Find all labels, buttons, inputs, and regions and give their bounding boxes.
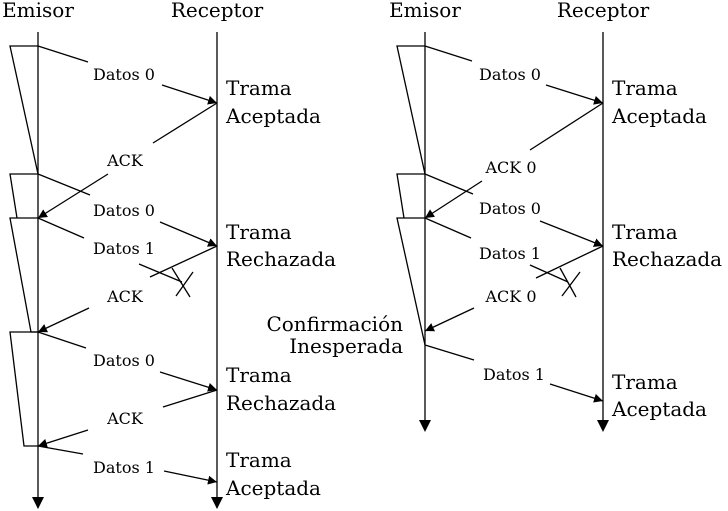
message-label: Datos 0 xyxy=(93,65,155,84)
receiver-header: Receptor xyxy=(557,0,650,22)
receiver-state: Aceptada xyxy=(611,104,707,128)
message-label: Datos 1 xyxy=(479,244,541,263)
ack-arrow xyxy=(424,307,475,332)
receiver-state: Rechazada xyxy=(226,247,336,271)
receiver-state: Rechazada xyxy=(226,391,336,415)
timeout-timer xyxy=(396,173,425,219)
receiver-timeline-arrowhead xyxy=(597,420,609,432)
right-diagram: Emisor Receptor Datos 0 ACK 0 Datos 0 Da… xyxy=(266,0,722,432)
sender-header: Emisor xyxy=(389,0,461,22)
data-frame-arrow xyxy=(545,84,604,105)
message-label: Datos 0 xyxy=(93,351,155,370)
timeout-timer xyxy=(396,217,426,346)
data-frame-arrow xyxy=(163,470,218,485)
receiver-timeline-arrowhead xyxy=(211,497,223,509)
message-label: Datos 1 xyxy=(93,239,155,258)
left-diagram: Emisor Receptor Datos 0 ACK Datos 0 Dato… xyxy=(2,0,336,509)
data-frame-arrow xyxy=(161,84,218,105)
data-frame-line xyxy=(37,173,91,196)
message-label: Datos 0 xyxy=(479,199,541,218)
lost-frame-x-icon xyxy=(171,267,194,298)
ack-line xyxy=(162,389,218,408)
lost-frame-x-icon xyxy=(559,267,581,298)
data-frame-line xyxy=(424,45,473,62)
lost-frame-line xyxy=(529,264,569,283)
data-frame-line xyxy=(424,344,475,361)
data-frame-line xyxy=(424,217,472,239)
unexpected-ack-note: Inesperada xyxy=(289,334,403,358)
ack-line xyxy=(535,245,604,279)
lost-frame-line xyxy=(138,263,183,283)
timeout-timer xyxy=(9,45,39,175)
sender-header: Emisor xyxy=(2,0,74,22)
receiver-state: Trama xyxy=(612,370,678,394)
sender-timeline-arrowhead xyxy=(32,497,44,509)
ack-line xyxy=(529,102,604,151)
message-label: ACK xyxy=(106,151,144,170)
timeout-timer xyxy=(9,331,38,447)
data-frame-arrow xyxy=(159,371,218,392)
data-frame-line xyxy=(424,173,474,195)
receiver-state: Trama xyxy=(612,220,678,244)
receiver-state: Trama xyxy=(226,76,292,100)
data-frame-arrow xyxy=(159,221,218,247)
timeout-timer xyxy=(396,45,426,175)
message-label: ACK xyxy=(106,409,144,428)
ack-arrow xyxy=(37,429,89,448)
receiver-state: Aceptada xyxy=(225,104,321,128)
ack-line xyxy=(149,245,218,278)
message-label: ACK 0 xyxy=(484,287,536,306)
receiver-state: Trama xyxy=(226,220,292,244)
message-label: Datos 0 xyxy=(479,65,541,84)
message-label: ACK 0 xyxy=(484,158,536,177)
receiver-state: Trama xyxy=(612,76,678,100)
data-frame-line xyxy=(37,217,85,239)
timeout-timer xyxy=(9,173,38,219)
message-label: Datos 0 xyxy=(93,201,155,220)
data-frame-arrow xyxy=(539,220,604,247)
data-frame-line xyxy=(37,331,87,349)
ack-line xyxy=(152,102,218,144)
receiver-state: Rechazada xyxy=(612,247,722,271)
timeout-timer xyxy=(9,217,38,333)
data-frame-arrow xyxy=(549,383,604,403)
message-label: Datos 1 xyxy=(93,458,155,477)
receiver-state: Aceptada xyxy=(611,397,707,421)
receiver-state: Aceptada xyxy=(225,476,321,500)
message-label: Datos 1 xyxy=(483,365,545,384)
ack-arrow xyxy=(37,307,90,333)
unexpected-ack-note: Confirmación xyxy=(266,312,403,336)
message-label: ACK xyxy=(106,287,144,306)
receiver-state: Trama xyxy=(226,448,292,472)
receiver-state: Trama xyxy=(226,363,292,387)
ack-arrow xyxy=(424,180,483,219)
sender-timeline-arrowhead xyxy=(419,420,431,432)
ack-arrow xyxy=(37,173,109,219)
data-frame-line xyxy=(37,45,89,63)
data-frame-line xyxy=(37,445,84,455)
receiver-header: Receptor xyxy=(171,0,264,22)
